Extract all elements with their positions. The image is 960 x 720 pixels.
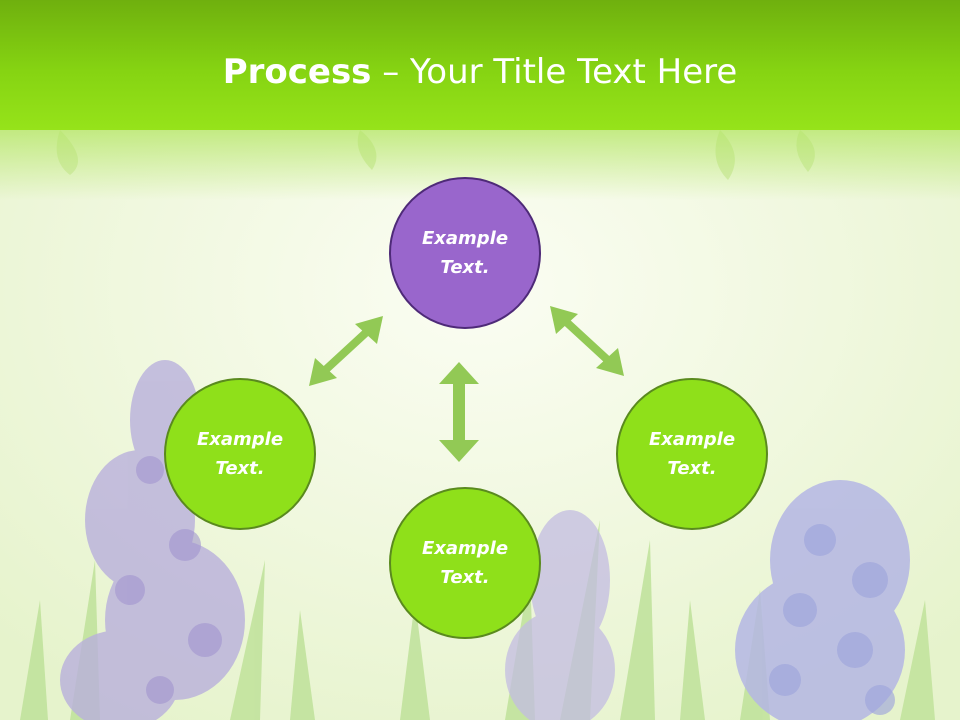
process-node-right: Example Text. — [616, 378, 768, 530]
title-bar — [0, 0, 960, 130]
title-bold: Process — [222, 52, 372, 92]
arrow-right-diagonal — [550, 306, 624, 376]
node-left-line2: Text. — [215, 458, 265, 479]
node-bottom-line1: Example — [421, 538, 509, 559]
node-right-line2: Text. — [667, 458, 717, 479]
arrow-left-diagonal — [309, 316, 383, 386]
node-top-line2: Text. — [440, 257, 490, 278]
process-node-bottom: Example Text. — [389, 487, 541, 639]
node-right-line1: Example — [648, 429, 736, 450]
node-top-line1: Example — [421, 228, 509, 249]
node-bottom-line2: Text. — [440, 567, 490, 588]
process-node-top: Example Text. — [389, 177, 541, 329]
process-node-left: Example Text. — [164, 378, 316, 530]
arrow-vertical — [439, 362, 479, 462]
node-left-line1: Example — [196, 429, 284, 450]
slide-title: Process – Your Title Text Here — [0, 52, 960, 92]
title-rest: – Your Title Text Here — [371, 52, 738, 92]
